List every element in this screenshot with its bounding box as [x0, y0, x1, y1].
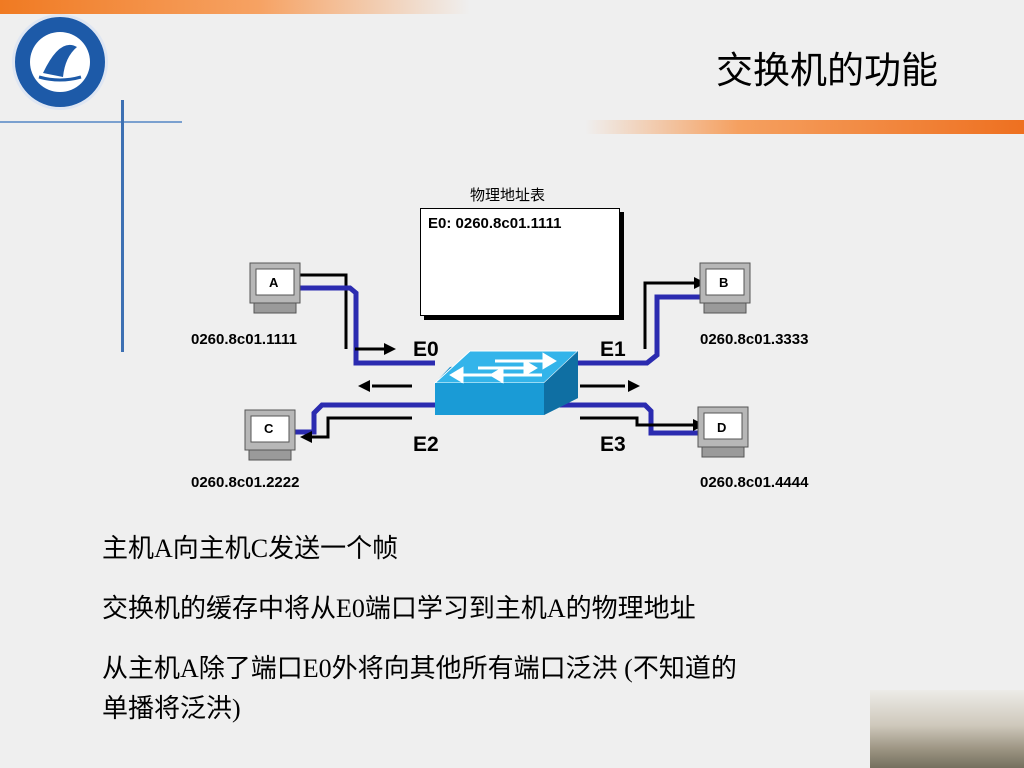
- port-e2-label: E2: [413, 433, 439, 456]
- host-d-mac: 0260.8c01.4444: [700, 474, 809, 491]
- host-b-mac: 0260.8c01.3333: [700, 331, 809, 348]
- bullet-text-3: 从主机A除了端口E0外将向其他所有端口泛洪 (不知道的: [102, 654, 737, 683]
- port-e0-label: E0: [413, 338, 439, 361]
- campus-photo: [870, 690, 1024, 768]
- slide-title: 交换机的功能: [716, 49, 938, 92]
- address-table-entry: E0: 0260.8c01.1111: [428, 215, 562, 232]
- cables: [290, 273, 702, 439]
- host-d-label: D: [717, 420, 727, 435]
- host-c-label: C: [264, 421, 274, 436]
- host-c-mac: 0260.8c01.2222: [191, 474, 300, 491]
- address-table: E0: 0260.8c01.1111: [420, 208, 620, 316]
- port-e1-label: E1: [600, 338, 626, 361]
- title-underline-bar: [585, 120, 1024, 134]
- host-a-label: A: [269, 275, 279, 290]
- host-a-mac: 0260.8c01.1111: [191, 331, 297, 348]
- top-accent-bar: [0, 0, 470, 14]
- switch-diagram: 物理地址表 E0: 0260.8c01.1111 A B C D 0260.8c…: [150, 175, 870, 505]
- bullet-text-1: 主机A向主机C发送一个帧: [102, 534, 399, 563]
- address-table-title: 物理地址表: [470, 187, 546, 204]
- header-vertical-line: [121, 100, 124, 352]
- header-horizontal-line: [0, 121, 182, 123]
- host-b-label: B: [719, 275, 729, 290]
- bullet-text-4: 单播将泛洪): [102, 694, 241, 723]
- computer-icons: [244, 262, 751, 461]
- port-e3-label: E3: [600, 433, 626, 456]
- bullet-text-2: 交换机的缓存中将从E0端口学习到主机A的物理地址: [102, 594, 696, 623]
- switch-icon: [433, 350, 580, 415]
- college-logo: [12, 14, 108, 110]
